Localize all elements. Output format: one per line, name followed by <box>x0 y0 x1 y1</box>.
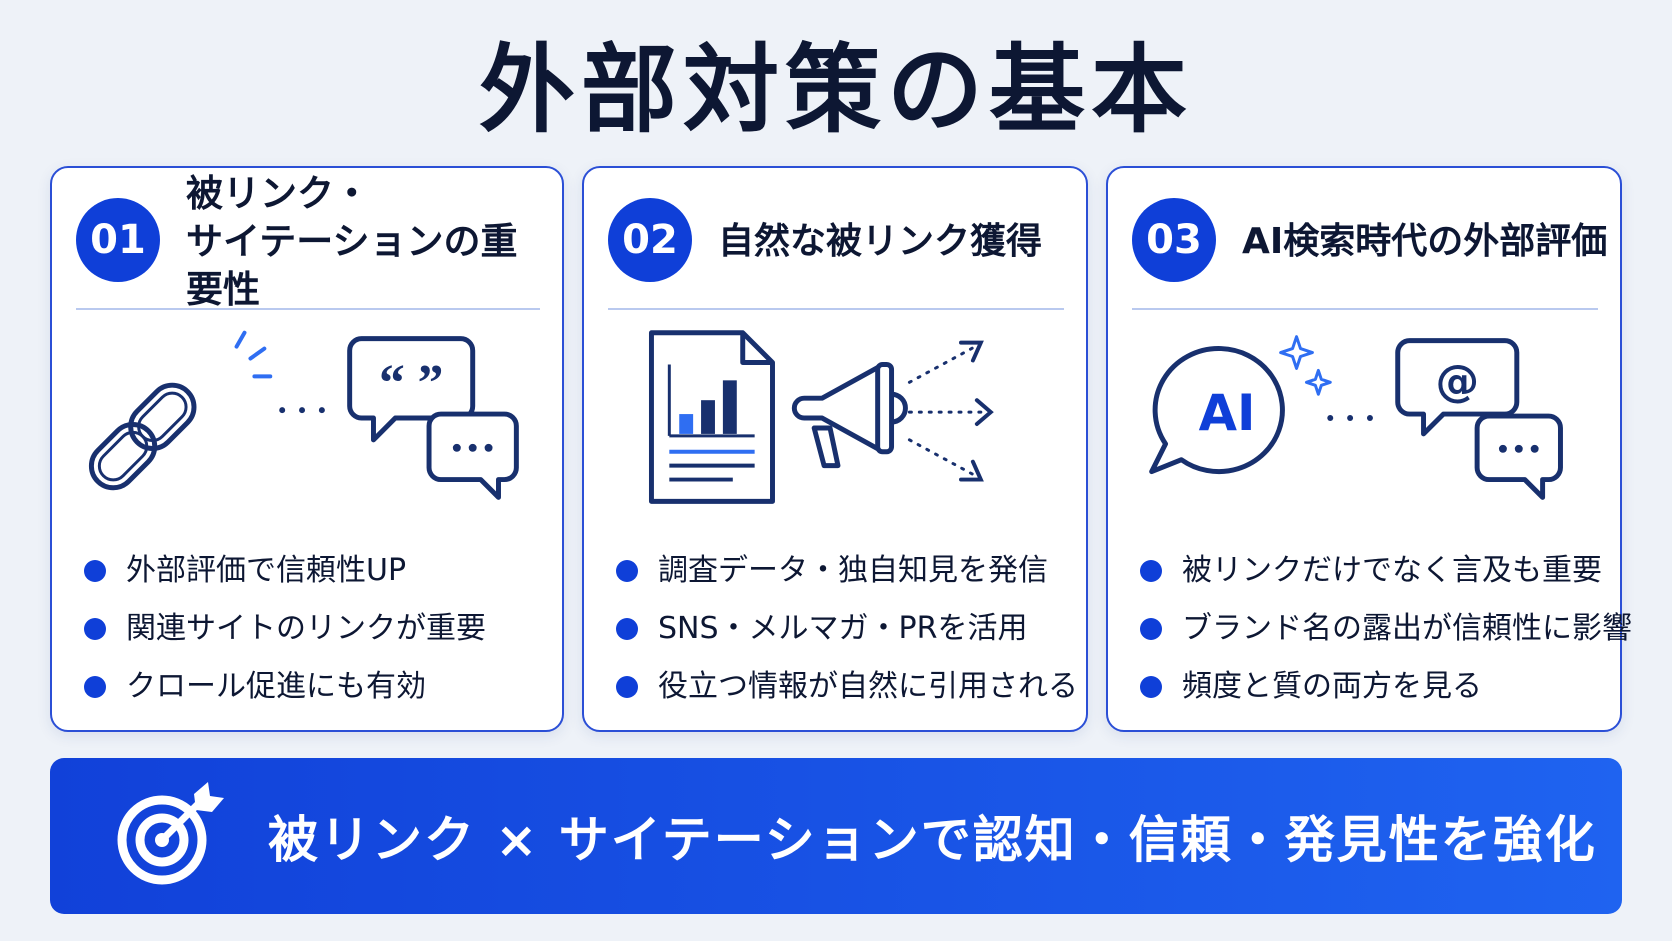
arrows-icon <box>907 340 994 482</box>
card-illustration: “ ” <box>88 330 519 500</box>
bullet-list: 外部評価で信頼性UP 関連サイトのリンクが重要 クロール促進にも有効 <box>82 542 554 716</box>
bullet-dot <box>1140 560 1162 582</box>
bullet-dot <box>1140 618 1162 640</box>
dots-ellipsis-icon <box>279 407 325 414</box>
list-item-text: 役立つ情報が自然に引用される <box>658 669 1078 704</box>
list-item: 役立つ情報が自然に引用される <box>614 658 1078 716</box>
list-item: 調査データ・独自知見を発信 <box>614 542 1078 600</box>
card-illustration <box>648 330 994 504</box>
list-item-text: クロール促進にも有効 <box>126 669 426 704</box>
target-icon <box>117 782 224 885</box>
card-natural-backlinks: 02 自然な被リンク獲得 <box>582 166 1088 732</box>
list-item-text: ブランド名の露出が信頼性に影響 <box>1182 611 1632 646</box>
card-title: 被リンク・ サイテーションの重要性 <box>186 172 518 311</box>
summary-banner: 被リンク × サイテーションで認知・信頼・発見性を強化 <box>50 758 1622 914</box>
card-title: 自然な被リンク獲得 <box>718 221 1043 262</box>
chain-link-icon <box>88 382 197 491</box>
megaphone-icon <box>791 361 908 469</box>
list-item-text: 調査データ・独自知見を発信 <box>658 553 1048 588</box>
at-label: @ <box>1435 356 1479 407</box>
card-ai-search-evaluation: 03 AI検索時代の外部評価 AI @ 被リンクだけでなく言及も重要 ブランド名… <box>1106 166 1632 732</box>
list-item: 関連サイトのリンクが重要 <box>82 600 554 658</box>
spark-lines-icon <box>234 330 273 379</box>
bullet-dot <box>84 676 106 698</box>
bullet-list: 被リンクだけでなく言及も重要 ブランド名の露出が信頼性に影響 頻度と質の両方を見… <box>1138 542 1632 716</box>
bullet-dot <box>1140 676 1162 698</box>
sparkle-icon <box>1279 335 1332 396</box>
bullet-dot <box>84 618 106 640</box>
bullet-dot <box>616 618 638 640</box>
card-illustration: AI @ <box>1149 335 1563 500</box>
card-title: AI検索時代の外部評価 <box>1242 221 1608 262</box>
svg-text:“ ”: “ ” <box>379 355 443 412</box>
list-item-text: 外部評価で信頼性UP <box>126 553 407 588</box>
list-item: ブランド名の露出が信頼性に影響 <box>1138 600 1632 658</box>
banner-text: 被リンク × サイテーションで認知・信頼・発見性を強化 <box>268 811 1597 869</box>
list-item-text: 関連サイトのリンクが重要 <box>126 611 486 646</box>
card-number-badge: 01 <box>76 198 160 282</box>
card-number-badge: 03 <box>1132 198 1216 282</box>
card-divider <box>76 308 540 310</box>
list-item: 被リンクだけでなく言及も重要 <box>1138 542 1612 600</box>
list-item: 頻度と質の両方を見る <box>1138 658 1612 716</box>
card-backlinks-citations: 01 被リンク・ サイテーションの重要性 “ ” <box>50 166 564 732</box>
bullet-list: 調査データ・独自知見を発信 SNS・メルマガ・PRを活用 役立つ情報が自然に引用… <box>614 542 1078 716</box>
list-item: クロール促進にも有効 <box>82 658 554 716</box>
chat-bubble-icon <box>426 411 519 500</box>
bullet-dot <box>616 676 638 698</box>
card-divider <box>1132 308 1598 310</box>
chat-bubble-icon <box>1474 413 1563 500</box>
card-number-badge: 02 <box>608 198 692 282</box>
dots-ellipsis-icon <box>1327 415 1373 422</box>
bullet-dot <box>616 560 638 582</box>
ai-speech-bubble-icon: AI <box>1149 346 1285 475</box>
ai-label: AI <box>1199 384 1256 442</box>
list-item-text: SNS・メルマガ・PRを活用 <box>658 611 1028 646</box>
list-item-text: 被リンクだけでなく言及も重要 <box>1182 553 1602 588</box>
at-sign-bubble-icon: @ <box>1395 338 1520 437</box>
bullet-dot <box>84 560 106 582</box>
card-divider <box>608 308 1064 310</box>
list-item-text: 頻度と質の両方を見る <box>1182 669 1482 704</box>
list-item: SNS・メルマガ・PRを活用 <box>614 600 1078 658</box>
bar-chart-document-icon <box>648 330 775 504</box>
list-item: 外部評価で信頼性UP <box>82 542 554 600</box>
page-title: 外部対策の基本 <box>479 34 1193 146</box>
